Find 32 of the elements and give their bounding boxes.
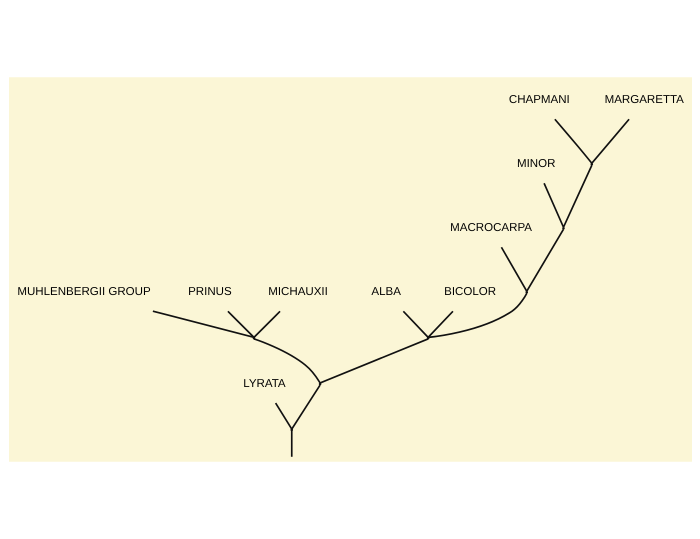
node-point [590,162,593,166]
connector [590,118,630,164]
node-text: ALBA [370,286,400,298]
node-text: BICOLOR [444,286,496,298]
node-point [524,290,528,294]
connector [542,182,564,228]
node-text: MINOR [516,158,555,170]
node-text: PRINUS [188,286,232,298]
connector [226,310,254,338]
connector [319,338,428,384]
connector [274,402,292,430]
connector [554,118,592,164]
connector [562,165,592,228]
node-text: CHAPMANI [508,94,570,106]
node-text: MARGARETTA [604,94,684,106]
connector [290,430,292,457]
connector [253,338,320,384]
connector [526,229,564,292]
connector [428,293,527,338]
connector [402,310,428,338]
connector [253,310,280,338]
node-point [290,428,293,432]
connector [290,384,320,430]
connector [500,246,527,292]
node-text: MICHAUXII [268,286,328,298]
connector [427,310,454,338]
node-point [426,336,429,340]
node-point [562,226,564,230]
node-point [318,382,321,386]
node-text: MUHLENBERGII GROUP [16,286,150,298]
node-text: MACROCARPA [450,222,532,234]
node-text: LYRATA [242,378,286,390]
